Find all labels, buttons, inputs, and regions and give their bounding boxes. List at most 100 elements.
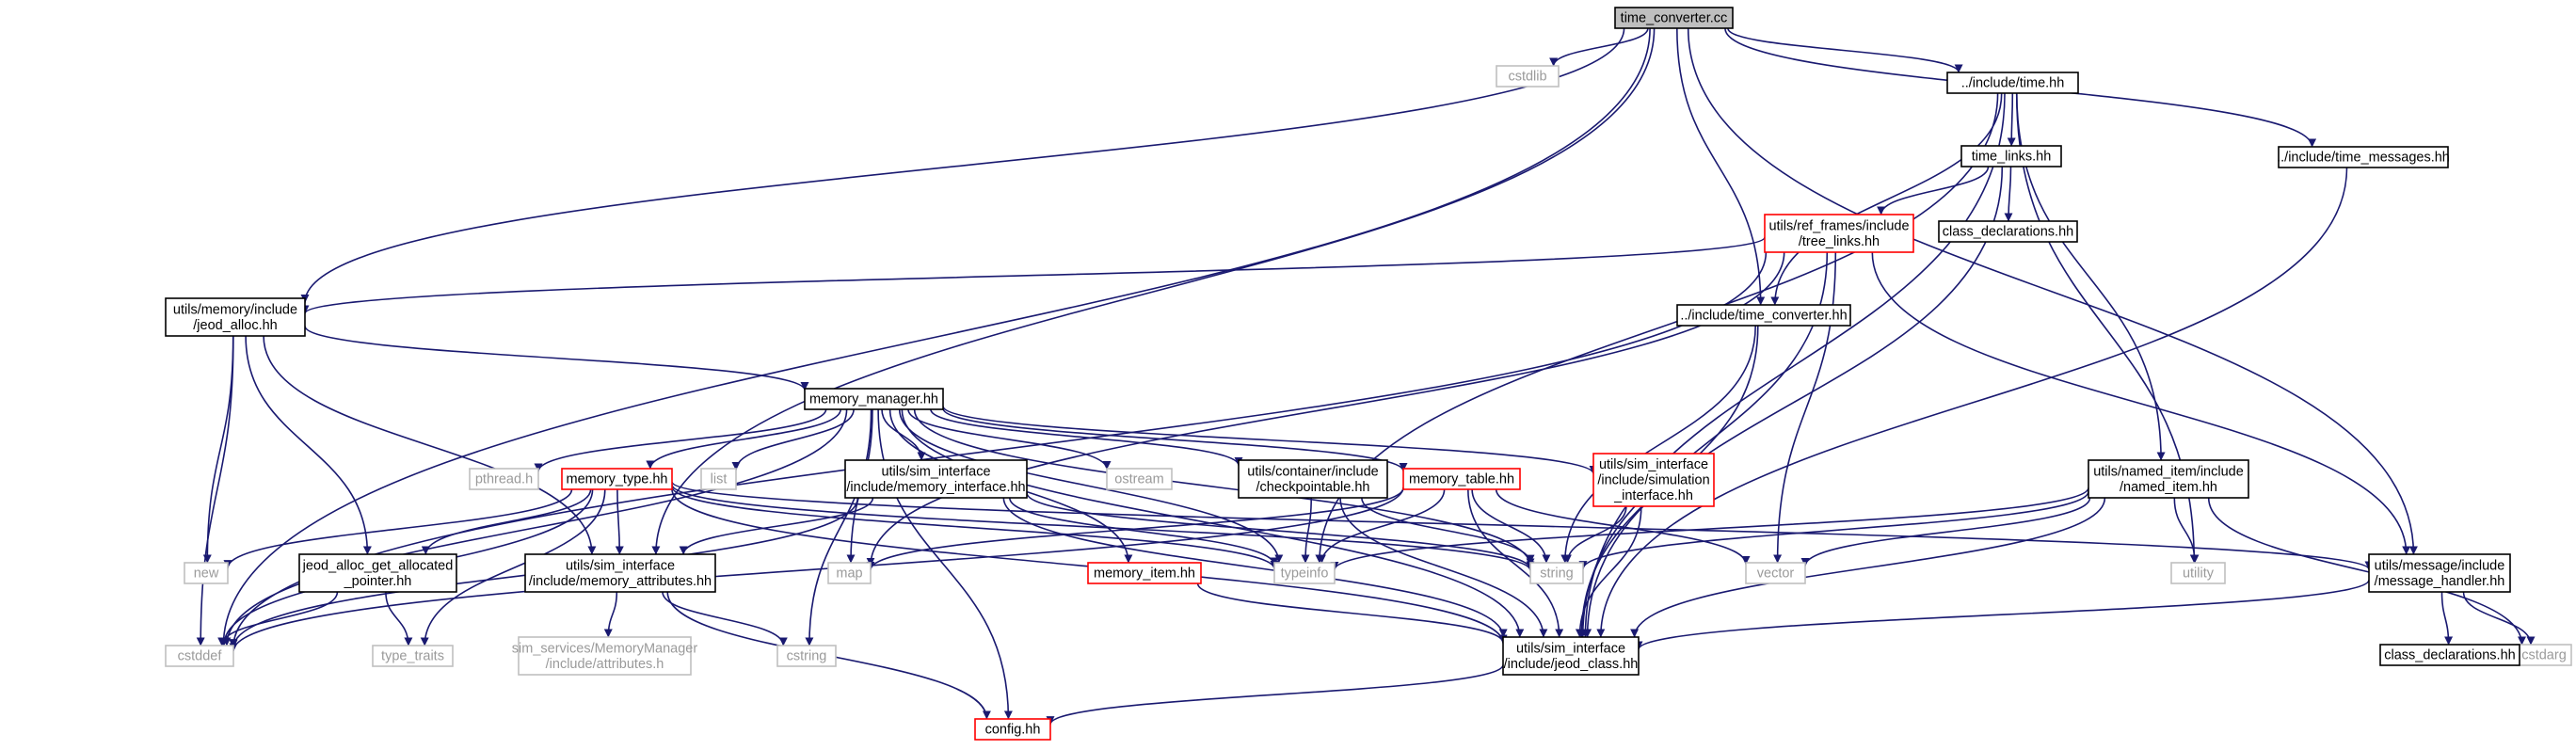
node-box (804, 388, 944, 410)
node-label: string (1540, 566, 1573, 582)
edge-include-time-hh-to-jeod-class-hh (1580, 92, 2006, 638)
node-box (1087, 562, 1202, 584)
node-time-converter-cc[interactable]: time_converter.cc (1614, 7, 1734, 29)
node-cstdlib: cstdlib (1496, 65, 1560, 88)
node-memory-table-hh[interactable]: memory_table.hh (1402, 468, 1521, 490)
node-config-hh[interactable]: config.hh (974, 718, 1051, 741)
edge-include-time-messages-hh-to-jeod-class-hh (1596, 167, 2348, 638)
node-label: utils/ref_frames/include (1768, 218, 1909, 233)
node-memory-manager-hh[interactable]: memory_manager.hh (804, 388, 944, 410)
node-class-declarations-bottom[interactable]: class_declarations.hh (2379, 644, 2520, 666)
edge-time-links-hh-to-jeod-class-hh (1583, 166, 2004, 638)
edge-memory-type-hh-to-type-traits (420, 488, 606, 646)
node-jeod-alloc-hh[interactable]: utils/memory/include/jeod_alloc.hh (165, 297, 306, 337)
edge-tree-links-hh-to-jeod-alloc-hh (300, 236, 1766, 314)
node-string: string (1529, 562, 1584, 584)
edge-named-item-hh-to-typeinfo (1330, 487, 2089, 570)
node-label: utils/sim_interface (881, 464, 990, 479)
edge-time-converter-cc-to-memory-attributes-hh (651, 27, 1656, 555)
edge-jeod-class-hh-to-config-hh (1046, 664, 1504, 726)
node-include-time-hh[interactable]: ../include/time.hh (1946, 72, 2079, 94)
node-box (700, 468, 737, 490)
node-box (184, 562, 229, 584)
node-box (1960, 145, 2062, 168)
node-ostream: ostream (1106, 468, 1173, 490)
node-box (1745, 562, 1806, 584)
node-memory-type-hh[interactable]: memory_type.hh (561, 468, 673, 490)
node-box (524, 553, 716, 593)
node-box (1614, 7, 1734, 29)
node-label: jeod_alloc_get_allocated (302, 558, 454, 573)
node-class-declarations-top[interactable]: class_declarations.hh (1938, 220, 2078, 243)
node-utility: utility (2170, 562, 2226, 584)
edge-memory-table-hh-to-jeod-class-hh (1467, 488, 1564, 638)
edge-jeod-alloc-hh-to-cstddef (196, 335, 234, 646)
node-box (2368, 553, 2511, 593)
edge-memory-interface-hh-to-jeod-class-hh (1002, 497, 1508, 638)
node-box (2379, 644, 2520, 666)
node-label: config.hh (985, 723, 1041, 738)
node-named-item-hh[interactable]: utils/named_item/include/named_item.hh (2088, 459, 2249, 499)
node-label: /include/jeod_class.hh (1504, 657, 1639, 672)
node-time-links-hh[interactable]: time_links.hh (1960, 145, 2062, 168)
edge-message-handler-hh-to-jeod-class-hh (1634, 579, 2370, 650)
node-memory-attributes-hh[interactable]: utils/sim_interface/include/memory_attri… (524, 553, 716, 593)
node-box (2088, 459, 2249, 499)
edge-simulation-interface-hh-to-string (1562, 505, 1627, 564)
node-include-time-messages-hh[interactable]: ../include/time_messages.hh (2277, 146, 2450, 168)
edge-jeod-alloc-hh-to-new (202, 335, 234, 564)
edge-include-time-hh-to-time-links-hh (2007, 92, 2016, 147)
edge-named-item-hh-to-utility (2173, 497, 2200, 564)
edge-memory-table-hh-to-string (1471, 488, 1551, 564)
node-box (2278, 146, 2449, 168)
node-label: /include/memory_attributes.hh (529, 574, 712, 589)
edge-simulation-interface-hh-to-jeod-class-hh (1575, 505, 1642, 638)
node-memory-item-hh[interactable]: memory_item.hh (1087, 562, 1202, 584)
edge-time-converter-cc-to-message-handler-hh (1687, 27, 2418, 555)
edge-memory-item-hh-to-jeod-class-hh (1196, 582, 1508, 644)
node-label: pthread.h (475, 472, 533, 487)
node-include-time-converter-hh[interactable]: ../include/time_converter.hh (1676, 304, 1851, 327)
node-label: memory_table.hh (1409, 472, 1514, 487)
node-box (1273, 562, 1336, 584)
node-box (1238, 459, 1388, 499)
node-typeinfo: typeinfo (1273, 562, 1336, 584)
edge-jeod-alloc-get-allocated-pointer-hh-to-cstddef (217, 591, 339, 646)
node-label: cstddef (178, 649, 223, 664)
edge-memory-type-hh-to-memory-attributes-hh (615, 488, 624, 555)
node-label: utils/memory/include (173, 302, 297, 317)
node-box (1946, 72, 2079, 94)
node-box (298, 553, 457, 593)
node-label: /include/memory_interface.hh (846, 480, 1025, 495)
edge-memory-manager-hh-to-checkpointable-hh (930, 408, 1243, 467)
node-label: new (194, 566, 219, 582)
node-sim-services-attributes-h: sim_services/MemoryManager/include/attri… (512, 636, 697, 676)
node-box (165, 645, 234, 667)
node-label: vector (1757, 566, 1795, 582)
node-label: utils/sim_interface (1599, 457, 1708, 472)
node-box (776, 645, 837, 667)
node-jeod-class-hh[interactable]: utils/sim_interface/include/jeod_class.h… (1502, 636, 1640, 676)
node-message-handler-hh[interactable]: utils/message/include/message_handler.hh (2368, 553, 2511, 593)
edge-time-converter-cc-to-jeod-alloc-hh (300, 27, 1625, 304)
node-simulation-interface-hh[interactable]: utils/sim_interface/include/simulation_i… (1592, 453, 1715, 507)
node-map: map (827, 562, 872, 584)
node-checkpointable-hh[interactable]: utils/container/include/checkpointable.h… (1238, 459, 1388, 499)
node-label: utils/message/include (2375, 558, 2505, 573)
node-memory-interface-hh[interactable]: utils/sim_interface/include/memory_inter… (844, 459, 1028, 499)
node-label: memory_manager.hh (809, 392, 938, 407)
node-label: ostream (1114, 472, 1163, 487)
node-cstring: cstring (776, 645, 837, 667)
edge-memory-manager-hh-to-cstring (805, 408, 872, 646)
node-new: new (184, 562, 229, 584)
node-box (518, 636, 692, 676)
edge-time-links-hh-to-class-declarations-top (2004, 166, 2013, 222)
node-label: ../include/time_converter.hh (1680, 309, 1847, 324)
node-pthread-h: pthread.h (469, 468, 539, 490)
edge-memory-manager-hh-to-simulation-interface-hh (942, 406, 1598, 474)
node-tree-links-hh[interactable]: utils/ref_frames/include/tree_links.hh (1764, 214, 1914, 253)
node-jeod-alloc-get-allocated-pointer-hh[interactable]: jeod_alloc_get_allocated_pointer.hh (298, 553, 457, 593)
edge-checkpointable-hh-to-jeod-class-hh (1339, 497, 1548, 638)
node-label: /named_item.hh (2120, 480, 2217, 495)
